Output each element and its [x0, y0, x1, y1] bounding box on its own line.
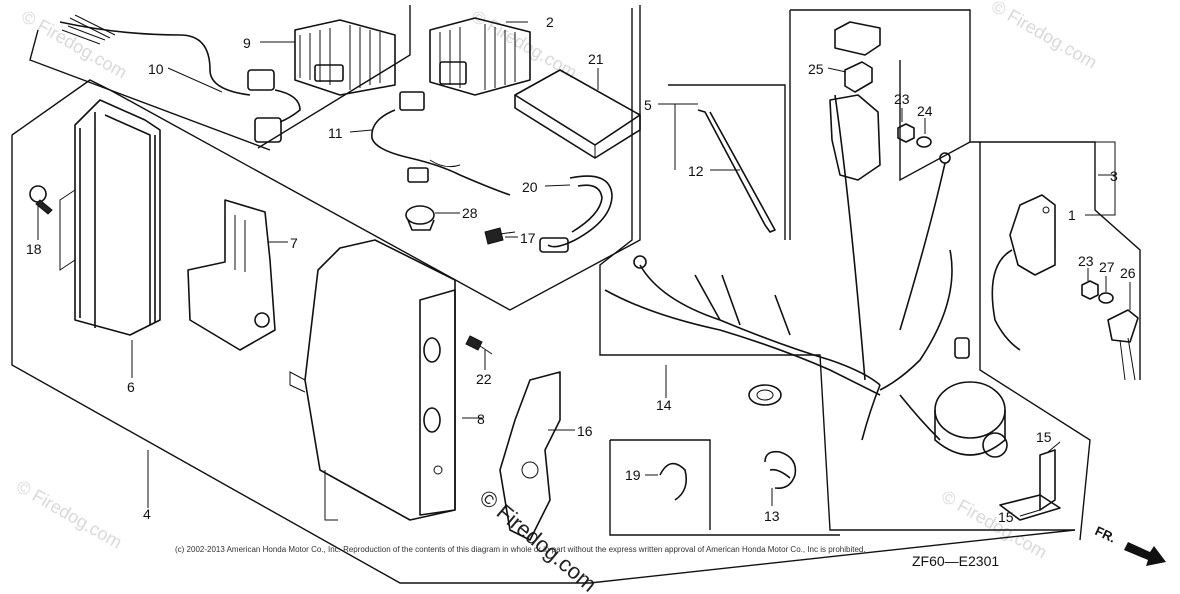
leader-lines: [37, 21, 1131, 517]
part-screw-18: [29, 185, 53, 215]
frame-switch-box: [980, 141, 1141, 380]
part-lead-wires: [59, 14, 301, 143]
watermarks: © Firedog.com © Firedog.com © Firedog.co…: [13, 0, 1100, 594]
callout-7: 7: [290, 235, 298, 251]
part-screw-22: [465, 335, 493, 355]
watermark-bottom-left: © Firedog.com: [13, 476, 125, 552]
part-grommet: [748, 384, 782, 406]
part-regulator-2: [429, 17, 531, 96]
frame-cable: [668, 84, 786, 240]
part-wire-ground: [899, 152, 951, 331]
callout-14: 14: [656, 397, 672, 413]
callout-5: 5: [644, 97, 652, 113]
part-switch-1: [991, 194, 1056, 351]
frame-regulator-box: [257, 5, 411, 149]
part-main-harness-14: [604, 94, 970, 441]
callout-15-lower: 15: [998, 509, 1014, 525]
callout-26: 26: [1120, 265, 1136, 281]
callout-27: 27: [1099, 259, 1115, 275]
callout-12: 12: [688, 163, 704, 179]
callout-17: 17: [520, 230, 536, 246]
callout-19: 19: [625, 467, 641, 483]
callout-6: 6: [127, 379, 135, 395]
frame-main-left: [11, 5, 641, 311]
part-diode-26: [1107, 309, 1139, 381]
part-cover-6: [59, 99, 161, 336]
part-sub-harness-11: [371, 91, 511, 196]
frame-clamp-box-2: [610, 439, 711, 530]
frame-top-left: [29, 29, 271, 151]
callout-16: 16: [577, 423, 593, 439]
part-cable-12: [697, 109, 776, 233]
callout-2: 2: [546, 14, 554, 30]
part-pad-21: [514, 69, 641, 159]
part-bracket-7: [187, 199, 276, 351]
callout-21: 21: [588, 51, 604, 67]
group-frames: [11, 5, 1141, 584]
part-fuse-25: [844, 61, 873, 93]
callout-10: 10: [148, 61, 164, 77]
callout-23-upper: 23: [894, 91, 910, 107]
part-regulator-9: [294, 19, 396, 96]
part-clamp-13: [764, 450, 797, 490]
part-control-box-8: [289, 239, 456, 521]
callout-28: 28: [462, 205, 478, 221]
frame-harness: [599, 8, 1075, 531]
part-band-20: [539, 175, 613, 253]
part-washer-27: [1098, 292, 1114, 304]
front-label: FR.: [1093, 523, 1118, 545]
callout-1: 1: [1068, 207, 1076, 223]
callout-4: 4: [143, 506, 151, 522]
callouts: 1 2 3 4 5 6 7 8 9 10 11 12 13 14 15 15 1…: [26, 14, 1136, 525]
callout-24: 24: [917, 103, 933, 119]
watermark-center-dark: © Firedog.com: [475, 485, 602, 594]
callout-22: 22: [476, 371, 492, 387]
diagram-code: ZF60—E2301: [912, 553, 999, 569]
part-bolt-17: [484, 227, 516, 245]
watermark-top-right: © Firedog.com: [988, 0, 1100, 73]
callout-25: 25: [808, 61, 824, 77]
frame-bottom: [11, 135, 1076, 584]
frame-right: [790, 9, 1091, 541]
part-bracket-15: [999, 449, 1061, 521]
front-direction-indicator: FR.: [1093, 523, 1166, 566]
part-nut-23a: [897, 123, 915, 143]
frame-nut-box: [899, 60, 971, 182]
callout-9: 9: [243, 35, 251, 51]
part-clip-19: [659, 462, 688, 501]
callout-18: 18: [26, 241, 42, 257]
callout-20: 20: [522, 179, 538, 195]
copyright-notice: (c) 2002-2013 American Honda Motor Co., …: [175, 545, 866, 554]
front-arrow-icon: [1124, 542, 1166, 566]
part-fuse-cover: [834, 21, 881, 56]
part-fuse-holder: [829, 94, 881, 181]
callout-3: 3: [1110, 168, 1118, 184]
callout-11: 11: [328, 125, 343, 141]
part-panel-16: [499, 371, 561, 541]
watermark-bottom-right: © Firedog.com: [938, 486, 1050, 562]
callout-23-lower: 23: [1078, 253, 1094, 269]
callout-8: 8: [477, 411, 485, 427]
part-solenoid: [934, 381, 1008, 458]
callout-15-upper: 15: [1036, 429, 1052, 445]
part-clip-28: [405, 205, 435, 231]
part-washer-24: [916, 136, 932, 148]
frame-clamp-box: [609, 440, 840, 536]
part-nut-23b: [1081, 280, 1099, 300]
callout-13: 13: [764, 508, 780, 524]
